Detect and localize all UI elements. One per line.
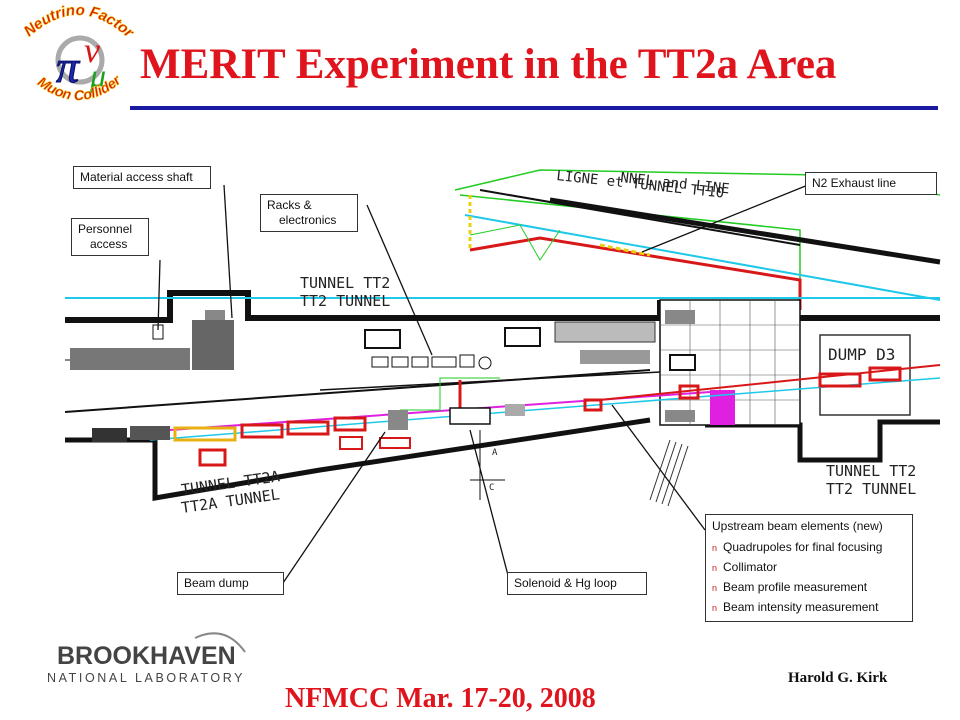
- page-title: MERIT Experiment in the TT2a Area: [140, 41, 837, 88]
- callout-leaders: [157, 184, 809, 584]
- callout-racks-line1: Racks &: [267, 198, 312, 212]
- svg-text:BROOKHAVEN: BROOKHAVEN: [57, 642, 236, 670]
- brookhaven-logo: BROOKHAVEN NATIONAL LABORATORY: [47, 632, 246, 685]
- nufact-muon-collider-logo: Neutrino Factory π ν μ Muon Collider: [18, 0, 138, 103]
- bullet-icon: n: [712, 543, 718, 553]
- bullet-icon: n: [712, 603, 718, 613]
- title-rule: [130, 106, 938, 110]
- access-shaft-structures: [70, 310, 234, 370]
- callout-material-access-shaft: Material access shaft: [73, 166, 211, 189]
- svg-text:TT2 TUNNEL: TT2 TUNNEL: [300, 292, 390, 310]
- svg-text:TUNNEL TT2: TUNNEL TT2: [826, 462, 916, 480]
- callout-racks-line2: electronics: [279, 213, 337, 227]
- svg-text:ν: ν: [84, 30, 100, 70]
- callout-n2-exhaust-line: N2 Exhaust line: [805, 172, 937, 195]
- callout-personnel-line2: access: [90, 237, 128, 251]
- callout-beam-dump: Beam dump: [177, 572, 284, 595]
- conference-date: NFMCC Mar. 17-20, 2008: [285, 683, 596, 714]
- svg-text:π: π: [56, 41, 81, 92]
- callout-upstream-title: Upstream beam elements (new): [712, 519, 883, 533]
- callout-beam-dump-text: Beam dump: [184, 576, 249, 590]
- section-marks: A C: [470, 430, 689, 507]
- callout-solenoid-hg-loop: Solenoid & Hg loop: [507, 572, 647, 595]
- svg-text:NATIONAL LABORATORY: NATIONAL LABORATORY: [47, 671, 245, 685]
- svg-text:C: C: [489, 483, 494, 493]
- bullet-icon: n: [712, 583, 718, 593]
- callout-personnel-access: Personnel access: [71, 218, 149, 256]
- svg-text:DUMP D3: DUMP D3: [828, 345, 895, 364]
- magnets: [92, 354, 902, 467]
- svg-text:μ: μ: [89, 57, 106, 93]
- callout-personnel-line1: Personnel: [78, 222, 133, 236]
- bullet-icon: n: [712, 563, 718, 573]
- callout-racks-electronics: Racks & electronics: [260, 194, 358, 232]
- callout-n2-exhaust-text: N2 Exhaust line: [812, 176, 897, 190]
- callout-material-access-shaft-text: Material access shaft: [80, 170, 193, 184]
- author-name: Harold G. Kirk: [788, 670, 888, 686]
- rack-boxes: [364, 321, 656, 370]
- svg-text:TT2 TUNNEL: TT2 TUNNEL: [826, 480, 916, 498]
- callout-solenoid-text: Solenoid & Hg loop: [514, 576, 617, 590]
- svg-text:A: A: [492, 448, 498, 458]
- svg-text:TUNNEL TT2: TUNNEL TT2: [300, 274, 390, 292]
